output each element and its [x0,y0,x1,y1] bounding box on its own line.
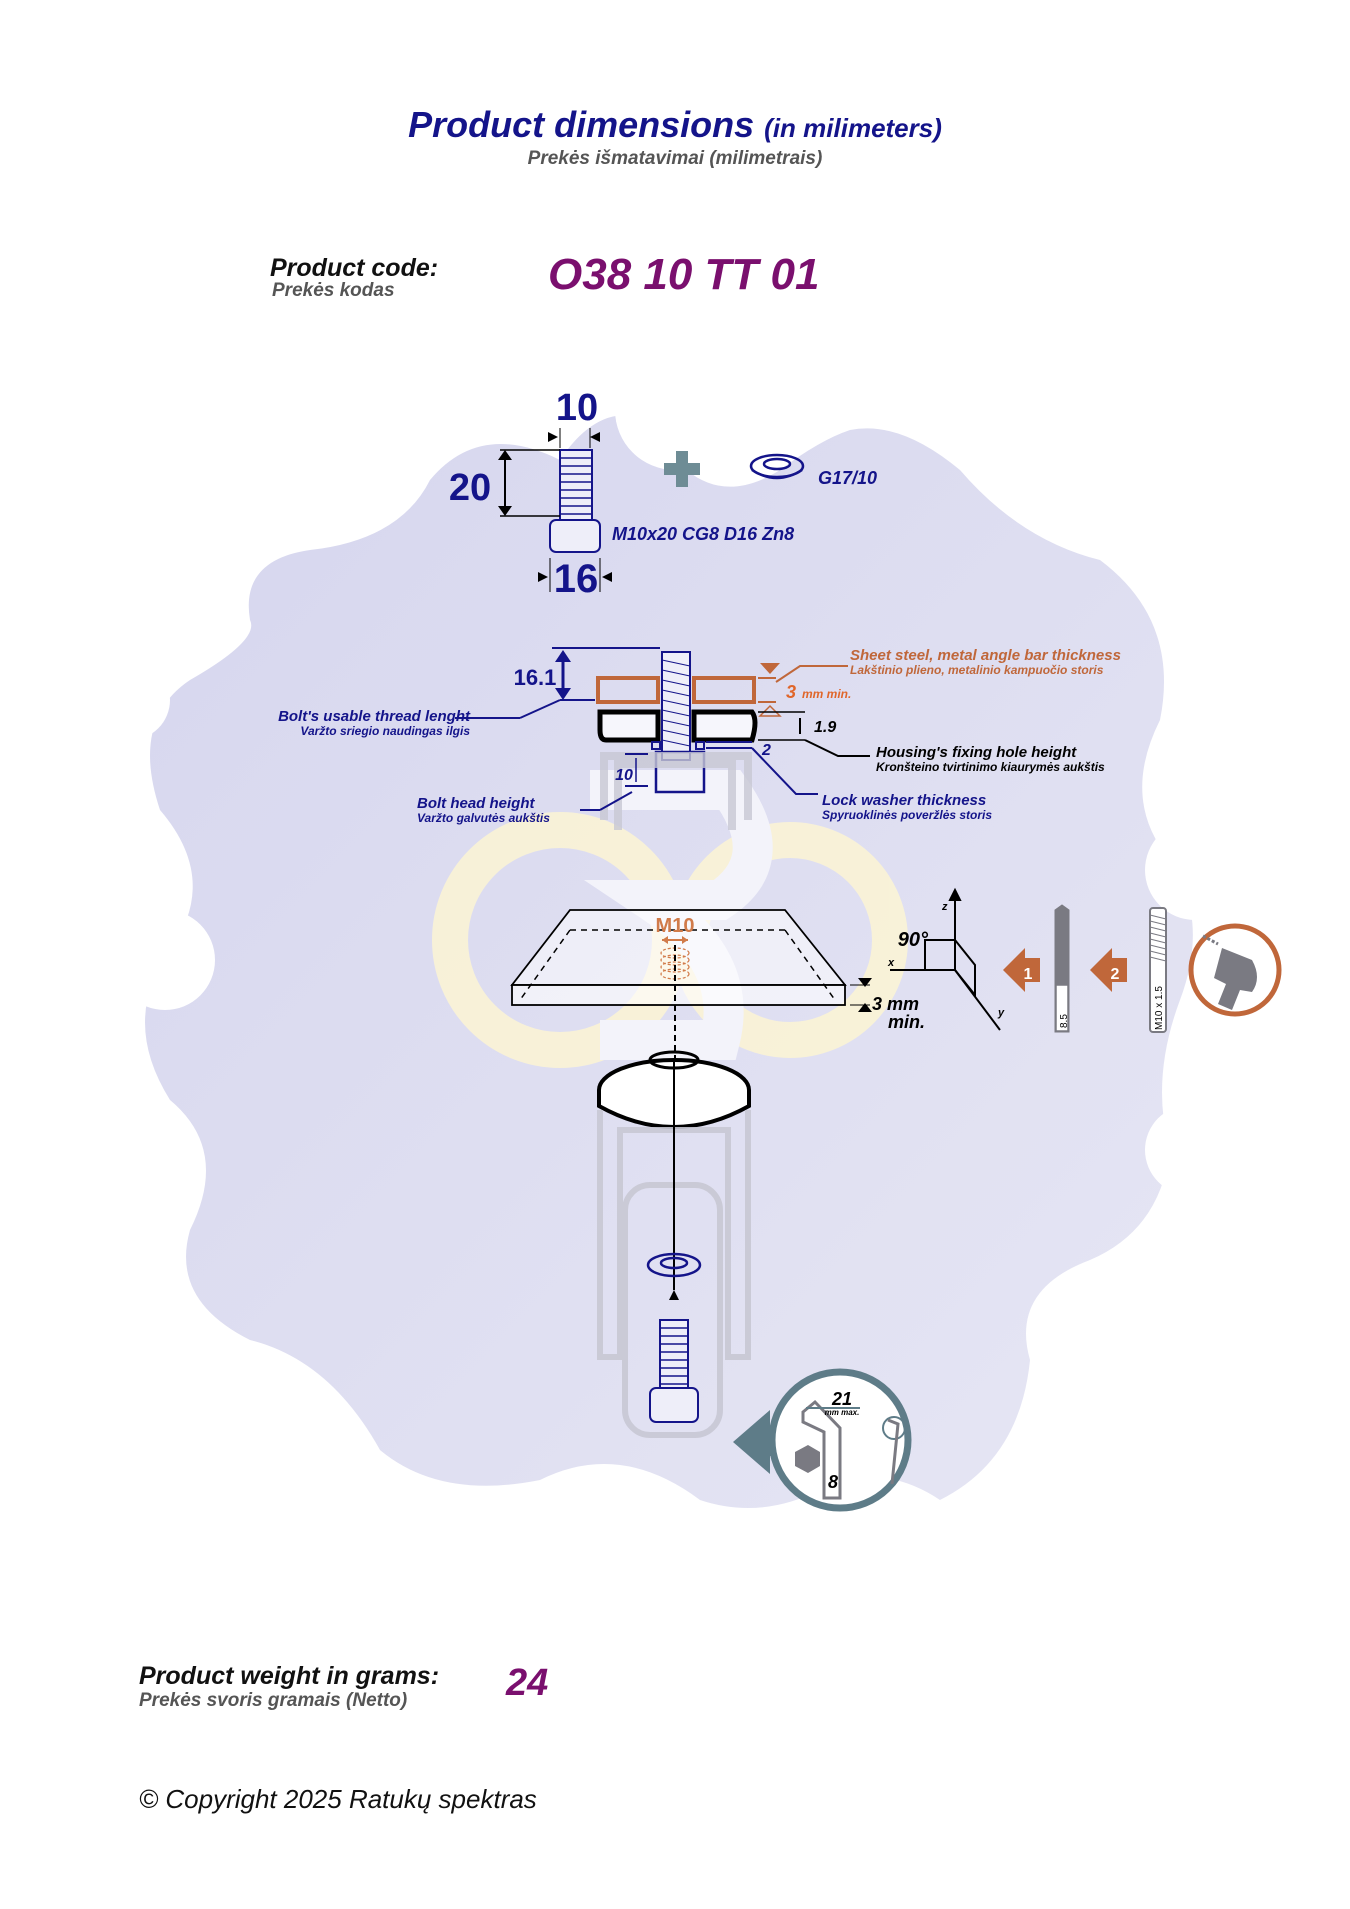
mounting-plate [510,909,872,1080]
page-title: Product dimensions (in milimeters) [0,104,1350,146]
drill-bit-icon [1054,904,1070,1033]
weight-label-lt: Prekės svoris gramais (Netto) [139,1690,408,1711]
axis-x-label: x [887,957,895,969]
washer-code: G17/10 [818,468,877,488]
housing-hole-value: 1.9 [814,719,836,736]
sheet-thickness-value: 3 [786,682,796,702]
bolt-exploded [649,1319,699,1423]
tap-size-label: M10 x 1.5 [1154,986,1165,1030]
product-code-value: O38 10 TT 01 [548,250,820,299]
sheet-label: Sheet steel, metal angle bar thickness [850,647,1121,664]
title-main: Product dimensions [408,104,755,145]
axis-z-label: z [941,901,948,913]
tap-icon [1149,907,1167,1033]
weight-label: Product weight in grams: [139,1662,440,1690]
drill-size-label: 8.5 [1059,1014,1070,1028]
sheet-label-lt: Lakštinio plieno, metalinio kampuočio st… [850,663,1104,677]
title-unit: (in milimeters) [764,113,942,143]
section-view [455,647,870,830]
bolt-drawing [498,428,612,592]
plate-thickness-value: 3 mm [872,994,919,1014]
plate-thickness-unit: min. [888,1012,925,1032]
bolt-length-value: 20 [449,467,491,509]
plate-thread-label: M10 [656,915,695,937]
hex-key-icon [733,1368,912,1512]
housing-hole-label: Housing's fixing hole height [876,744,1077,761]
plus-icon [664,451,700,487]
axes-icon [890,887,1001,1031]
washer-thickness-label-lt: Spyruoklinės poveržlės storis [822,808,992,822]
axis-y-label: y [997,1007,1005,1019]
head-height-value: 10 [615,767,633,784]
lock-washer-exploded [646,1252,702,1278]
step2-label: 2 [1111,966,1120,983]
hex-key-max-unit: mm max. [825,1408,860,1417]
lock-washer-icon [749,453,805,480]
hex-key-size: 8 [828,1472,838,1492]
step1-arrow-icon [1003,948,1040,992]
power-drill-icon [1188,923,1282,1017]
page-subtitle: Prekės išmatavimai (milimetrais) [527,148,823,169]
copyright: © Copyright 2025 Ratukų spektras [139,1784,537,1814]
thread-length-value: 16.1 [514,665,557,690]
washer-thickness-label: Lock washer thickness [822,792,986,809]
thread-length-label-lt: Varžto sriegio naudingas ilgis [300,724,470,738]
head-height-label-lt: Varžto galvutės aukštis [417,811,550,825]
bolt-spec: M10x20 CG8 D16 Zn8 [612,524,794,544]
product-code-label-lt: Prekės kodas [272,280,395,301]
weight-value: 24 [506,1662,549,1704]
head-height-label: Bolt head height [417,795,536,812]
sheet-thickness-unit: mm min. [802,687,851,701]
hex-key-max-value: 21 [831,1389,852,1409]
washer-thickness-value: 2 [761,742,771,759]
product-code-label: Product code: [270,254,439,282]
bolt-diameter-value: 10 [556,387,598,429]
angle-value: 90° [898,929,929,951]
step1-label: 1 [1024,966,1033,983]
step2-arrow-icon [1090,948,1127,992]
bolt-head-diameter-value: 16 [554,557,599,601]
housing-hole-label-lt: Kronšteino tvirtinimo kiaurymės aukštis [876,760,1105,774]
thread-length-label: Bolt's usable thread lenght [278,708,471,725]
